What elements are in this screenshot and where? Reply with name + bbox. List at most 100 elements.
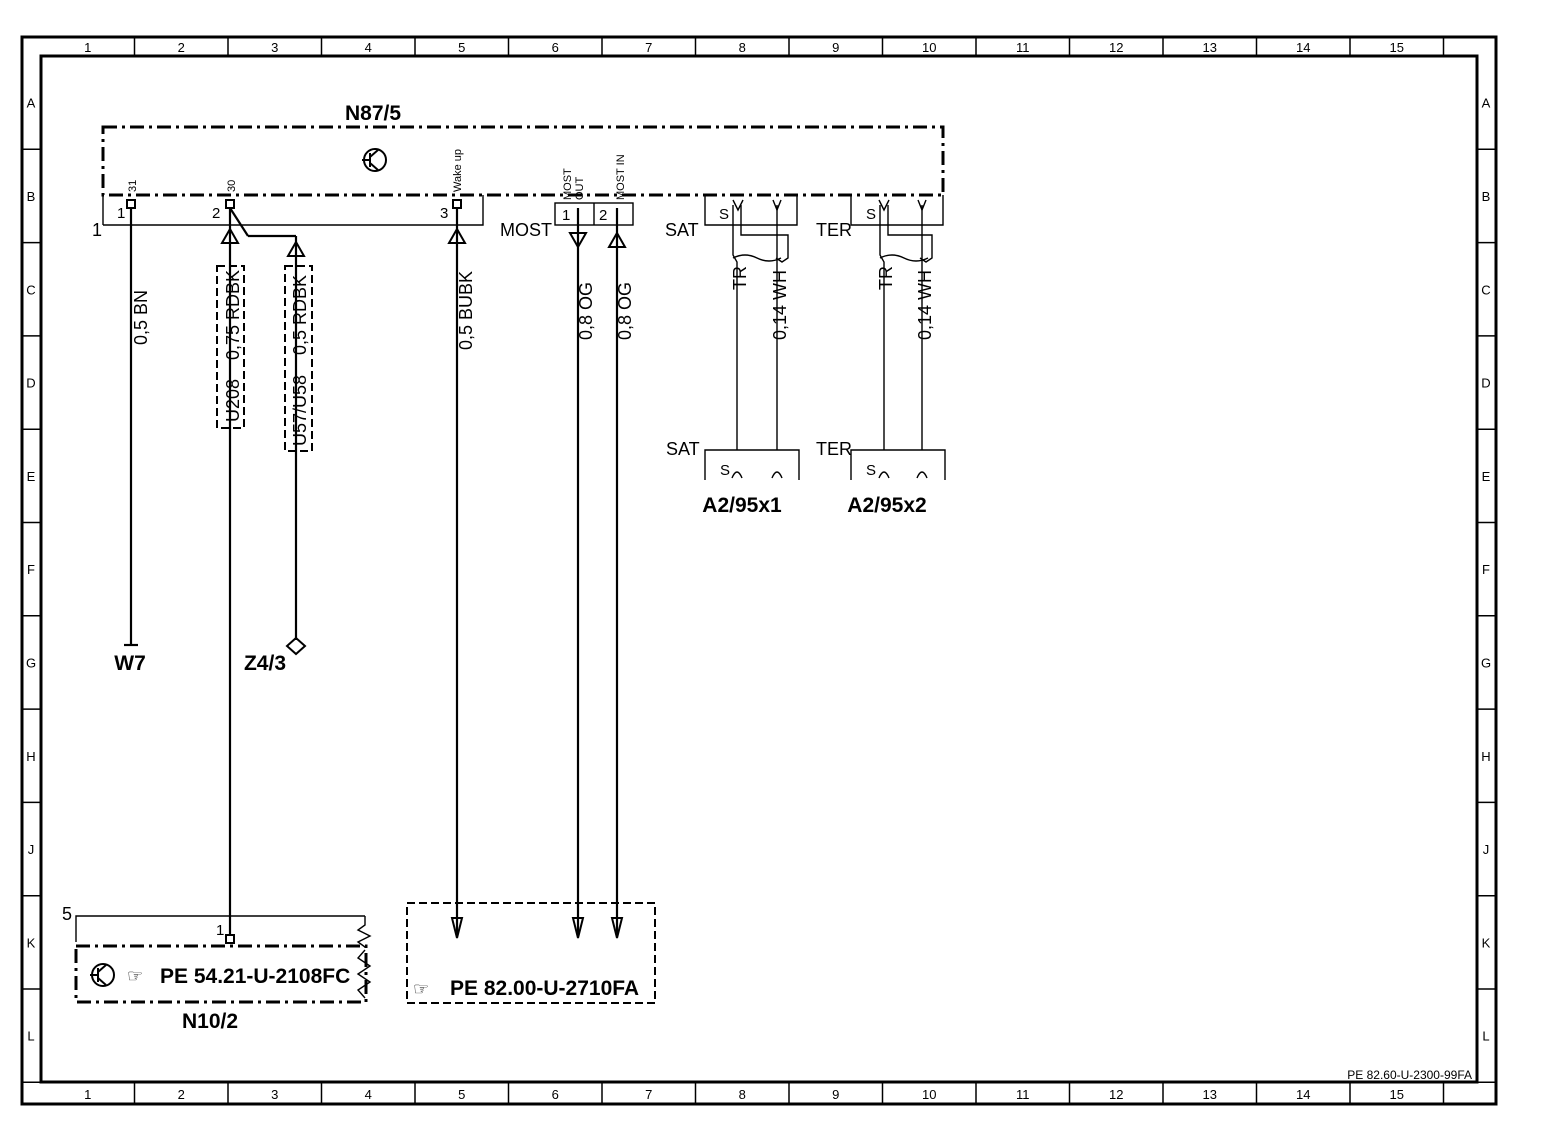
row-label-right-G: G bbox=[1481, 655, 1491, 670]
ref-box-82-00 bbox=[406, 902, 656, 1004]
pointing-hand-icon: ☞ bbox=[413, 979, 429, 999]
column-label-top-3: 3 bbox=[271, 40, 278, 55]
row-label-left-H: H bbox=[26, 749, 35, 764]
most-connector-label: MOST bbox=[500, 220, 552, 240]
module-n10-2-name: N10/2 bbox=[182, 1010, 238, 1033]
wire-4-connector-arrow bbox=[447, 226, 467, 244]
wire-4-label: 0,5 BUBK bbox=[456, 271, 476, 350]
column-label-bottom-13: 13 bbox=[1203, 1087, 1217, 1102]
row-label-left-C: C bbox=[26, 282, 35, 297]
pin-1-terminal bbox=[126, 199, 136, 209]
pin-3-number: 3 bbox=[440, 205, 448, 222]
wire-bn-label: 0,5 BN bbox=[131, 290, 151, 345]
column-label-top-6: 6 bbox=[552, 40, 559, 55]
wire-3-sleeve bbox=[284, 265, 313, 452]
a2-95x2-pins bbox=[878, 471, 928, 479]
row-label-left-G: G bbox=[26, 655, 36, 670]
row-label-right-A: A bbox=[1482, 96, 1491, 111]
n10-2-break-side bbox=[356, 949, 372, 999]
column-label-top-5: 5 bbox=[458, 40, 465, 55]
row-label-left-K: K bbox=[27, 935, 36, 950]
wire-5-label: 0,8 OG bbox=[576, 282, 596, 340]
column-label-top-15: 15 bbox=[1390, 40, 1404, 55]
row-label-left-B: B bbox=[27, 189, 36, 204]
sat-cable bbox=[732, 199, 789, 450]
sat-wh-label: 0,14 WH bbox=[770, 270, 790, 340]
pin-3-terminal bbox=[452, 199, 462, 209]
row-label-right-J: J bbox=[1483, 842, 1490, 857]
row-label-right-K: K bbox=[1482, 935, 1491, 950]
a2-95x2-s: S bbox=[866, 462, 876, 479]
splice-z4-3-icon bbox=[285, 636, 307, 656]
wire-5-arrow-end bbox=[571, 917, 585, 939]
most-pin-2: 2 bbox=[599, 207, 607, 224]
column-label-top-9: 9 bbox=[832, 40, 839, 55]
module-n87-5-name: N87/5 bbox=[345, 102, 401, 125]
wire-4-arrow-end bbox=[450, 917, 464, 939]
ter-cable bbox=[878, 199, 933, 450]
ter-wh-label: 0,14 WH bbox=[915, 270, 935, 340]
column-label-top-14: 14 bbox=[1296, 40, 1310, 55]
n10-2-reference[interactable]: PE 54.21-U-2108FC bbox=[160, 965, 350, 988]
ter-shield-s: S bbox=[866, 206, 876, 223]
row-dividers bbox=[22, 148, 1496, 1084]
pin-30-label: 30 bbox=[226, 180, 238, 192]
module-n10-2-box bbox=[74, 944, 368, 1004]
wire-3-gauge: 0,5 RDBK bbox=[290, 275, 310, 355]
wire-6-label: 0,8 OG bbox=[615, 282, 635, 340]
pin-wakeup-label: Wake up bbox=[452, 149, 464, 192]
column-label-bottom-12: 12 bbox=[1109, 1087, 1123, 1102]
wire-2-connector-arrow bbox=[220, 226, 240, 244]
wire-3-u57: U57/U58 bbox=[290, 375, 310, 446]
column-label-top-10: 10 bbox=[922, 40, 936, 55]
ref-box-reference[interactable]: PE 82.00-U-2710FA bbox=[450, 977, 639, 1000]
ter-connector-label: TER bbox=[816, 220, 852, 240]
connector-5-number: 5 bbox=[62, 904, 72, 924]
module-n87-5-box bbox=[101, 125, 945, 197]
pin-2-terminal bbox=[225, 199, 235, 209]
pin-2-number: 2 bbox=[212, 205, 220, 222]
sat-shield-s: S bbox=[719, 206, 729, 223]
doc-reference: PE 82.60-U-2300-99FA bbox=[1347, 1068, 1472, 1082]
a2-95x2-ter-label: TER bbox=[816, 439, 852, 459]
column-label-bottom-10: 10 bbox=[922, 1087, 936, 1102]
row-label-left-A: A bbox=[27, 96, 36, 111]
a2-95x1-box bbox=[704, 449, 800, 480]
row-label-right-H: H bbox=[1481, 749, 1490, 764]
n10-2-pin-number: 1 bbox=[216, 922, 224, 939]
column-label-bottom-7: 7 bbox=[645, 1087, 652, 1102]
sat-tr-label: TR bbox=[730, 266, 750, 290]
most-in-arrow bbox=[607, 230, 627, 248]
most-pin-1: 1 bbox=[562, 207, 570, 224]
column-label-bottom-15: 15 bbox=[1390, 1087, 1404, 1102]
most-out-label-2: OUT bbox=[574, 177, 586, 201]
row-label-left-E: E bbox=[27, 469, 36, 484]
column-label-bottom-14: 14 bbox=[1296, 1087, 1310, 1102]
row-label-right-B: B bbox=[1482, 189, 1491, 204]
most-out-arrow bbox=[568, 232, 588, 250]
column-label-bottom-9: 9 bbox=[832, 1087, 839, 1102]
wire-6-arrow-end bbox=[610, 917, 624, 939]
most-in-label: MOST IN bbox=[615, 154, 627, 200]
column-label-top-13: 13 bbox=[1203, 40, 1217, 55]
column-label-top-2: 2 bbox=[178, 40, 185, 55]
pin-1-number: 1 bbox=[117, 205, 125, 222]
column-label-top-12: 12 bbox=[1109, 40, 1123, 55]
row-label-right-F: F bbox=[1482, 562, 1490, 577]
column-label-bottom-4: 4 bbox=[365, 1087, 372, 1102]
n10-2-connector-outline bbox=[75, 915, 365, 942]
column-label-bottom-8: 8 bbox=[739, 1087, 746, 1102]
pointing-hand-icon: ☞ bbox=[127, 966, 143, 986]
column-label-bottom-3: 3 bbox=[271, 1087, 278, 1102]
control-unit-icon bbox=[90, 963, 115, 987]
n10-2-pin-terminal bbox=[225, 934, 235, 944]
column-dividers bbox=[133, 37, 1445, 1104]
column-label-bottom-11: 11 bbox=[1016, 1087, 1030, 1102]
column-label-bottom-2: 2 bbox=[178, 1087, 185, 1102]
most-out-label-1: MOST bbox=[562, 168, 574, 200]
